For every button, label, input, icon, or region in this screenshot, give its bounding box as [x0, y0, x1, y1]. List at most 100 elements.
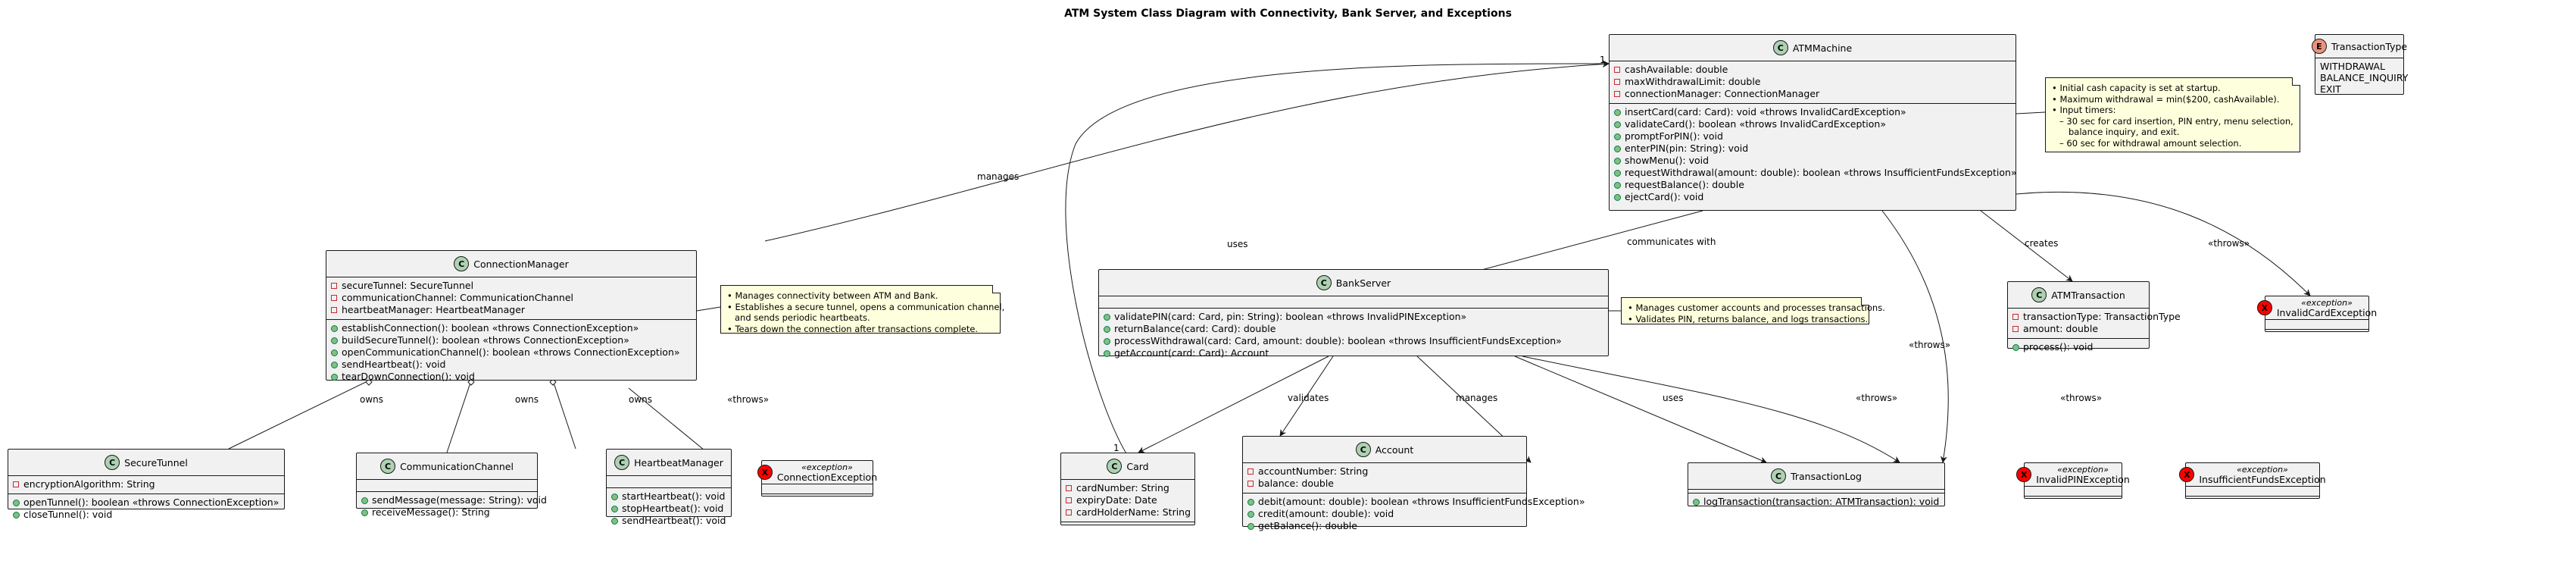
public-icon: [2012, 343, 2019, 351]
class-name: TransactionLog: [1791, 470, 1862, 482]
attributes-section: [1688, 490, 1944, 494]
class-header: C Card: [1061, 453, 1194, 480]
public-icon: [1614, 157, 1621, 164]
attributes-section: [2186, 487, 2319, 497]
enum-name: TransactionType: [2331, 40, 2408, 52]
class-header: C Account: [1243, 437, 1526, 463]
class-connection-manager: C ConnectionManager secureTunnel: Secure…: [326, 250, 697, 382]
class-header: C ATMTransaction: [2008, 282, 2149, 309]
note-link-connection: [696, 306, 721, 312]
method: buildSecureTunnel(): boolean «throws Con…: [331, 334, 692, 346]
methods-section: debit(amount: double): boolean «throws I…: [1243, 494, 1585, 535]
methods-section: insertCard(card: Card): void «throws Inv…: [1610, 104, 2017, 206]
class-bank-server: C BankServer validatePIN(card: Card, pin…: [1098, 269, 1609, 359]
class-header: C TransactionLog: [1688, 463, 1944, 490]
public-icon: [13, 511, 20, 519]
private-icon: [2012, 326, 2019, 332]
attribute: cardHolderName: String: [1066, 506, 1191, 519]
method: debit(amount: double): boolean «throws I…: [1247, 496, 1585, 508]
public-icon: [361, 497, 368, 504]
public-icon: [1104, 337, 1110, 345]
class-name: ATMMachine: [1792, 42, 1853, 54]
class-name: SecureTunnel: [124, 456, 188, 468]
attributes-section: [1099, 296, 1608, 309]
class-name: HeartbeatManager: [634, 456, 723, 468]
class-icon: C: [1316, 275, 1332, 290]
class-atm-transaction: C ATMTransaction transactionType: Transa…: [2007, 281, 2181, 352]
methods-section: startHeartbeat(): void stopHeartbeat(): …: [607, 488, 731, 530]
aggregation-diamond-secure-tunnel: [365, 378, 373, 386]
class-header: C ConnectionManager: [326, 251, 696, 277]
diagram-title: ATM System Class Diagram with Connectivi…: [1064, 8, 1512, 20]
stereotype-label: «exception»: [2237, 465, 2288, 475]
methods-section: logTransaction(transaction: ATMTransacti…: [1688, 494, 1944, 511]
note-link-atm: [2016, 111, 2046, 114]
attributes-section: encryptionAlgorithm: String: [8, 476, 284, 494]
attributes-section: transactionType: TransactionType amount:…: [2008, 309, 2181, 339]
exception-icon: X: [2179, 467, 2195, 482]
private-icon: [331, 307, 337, 313]
attribute: amount: double: [2012, 323, 2144, 335]
class-name: ATMTransaction: [2051, 289, 2125, 301]
class-name: ConnectionManager: [473, 258, 569, 270]
method: enterPIN(pin: String): void: [1614, 143, 2011, 155]
attribute: cashAvailable: double: [1614, 64, 2011, 76]
public-icon: [1614, 133, 1621, 140]
private-icon: [1066, 509, 1072, 515]
exception-icon: X: [2016, 467, 2032, 482]
edge-label-owns-heartbeat: owns: [629, 394, 653, 405]
class-icon: C: [614, 455, 630, 470]
class-heartbeat-manager: C HeartbeatManager startHeartbeat(): voi…: [606, 449, 732, 526]
method: credit(amount: double): void: [1247, 508, 1522, 520]
edge-label-throws-insufficient-bank: «throws»: [2060, 393, 2103, 403]
class-icon: C: [380, 459, 396, 474]
aggregation-diamond-communication-channel: [467, 378, 475, 386]
public-icon: [1104, 313, 1110, 321]
method: processWithdrawal(card: Card, amount: do…: [1104, 335, 1603, 347]
exception-icon: X: [757, 465, 773, 480]
method: startHeartbeat(): void: [611, 490, 726, 503]
note-fold-icon: [2292, 77, 2300, 86]
stereotype-label: «exception»: [2057, 465, 2109, 475]
exception-header: X «exception»ConnectionException: [757, 461, 877, 484]
attributes-section: secureTunnel: SecureTunnel communication…: [326, 277, 696, 320]
class-icon: C: [454, 256, 470, 271]
method: requestBalance(): double: [1614, 179, 2011, 191]
private-icon: [1614, 91, 1620, 97]
public-icon: [361, 509, 368, 516]
attributes-section: cardNumber: String expiryDate: Date card…: [1061, 480, 1194, 522]
attribute: balance: double: [1247, 478, 1522, 490]
method: getBalance(): double: [1247, 520, 1522, 532]
exception-name: InsufficientFundsException: [2199, 474, 2326, 485]
methods-section: sendMessage(message: String): void recei…: [357, 492, 547, 522]
attributes-section: [2265, 320, 2368, 330]
class-account: C Account accountNumber: String balance:…: [1242, 436, 1585, 531]
public-icon: [611, 505, 618, 512]
class-name: BankServer: [1335, 277, 1391, 289]
method: sendHeartbeat(): void: [331, 359, 692, 371]
edge-card-uses-atm-visible: [1065, 60, 1610, 456]
aggregation-diamond-heartbeat-manager: [549, 378, 557, 386]
attributes-section: [2025, 487, 2122, 497]
public-icon: [331, 349, 338, 356]
multiplicity-atm: 1: [1600, 55, 1606, 65]
methods-section: process(): void: [2008, 339, 2149, 356]
method: validatePIN(card: Card, pin: String): bo…: [1104, 311, 1603, 323]
edge-label-communicates-with: communicates with: [1627, 237, 1716, 247]
edge-label-creates: creates: [2025, 238, 2059, 249]
class-icon: C: [1107, 459, 1123, 474]
attribute: expiryDate: Date: [1066, 494, 1190, 506]
edge-communicates-with: [1450, 210, 1703, 280]
method: sendMessage(message: String): void: [361, 494, 547, 506]
exception-icon: X: [2256, 300, 2272, 315]
note-fold-icon: [992, 285, 1001, 293]
method: insertCard(card: Card): void «throws Inv…: [1614, 106, 2011, 118]
method: openCommunicationChannel(): boolean «thr…: [331, 346, 692, 359]
edge-label-owns-communication: owns: [515, 394, 539, 405]
private-icon: [1614, 67, 1620, 73]
exception-name: InvalidPINException: [2036, 474, 2130, 485]
edge-label-throws-insufficient: «throws»: [1909, 340, 1951, 350]
public-icon: [611, 493, 618, 500]
edge-owns-heartbeat-manager: [552, 380, 576, 450]
enum-transaction-type: E TransactionType WITHDRAWAL BALANCE_INQ…: [2311, 34, 2408, 95]
